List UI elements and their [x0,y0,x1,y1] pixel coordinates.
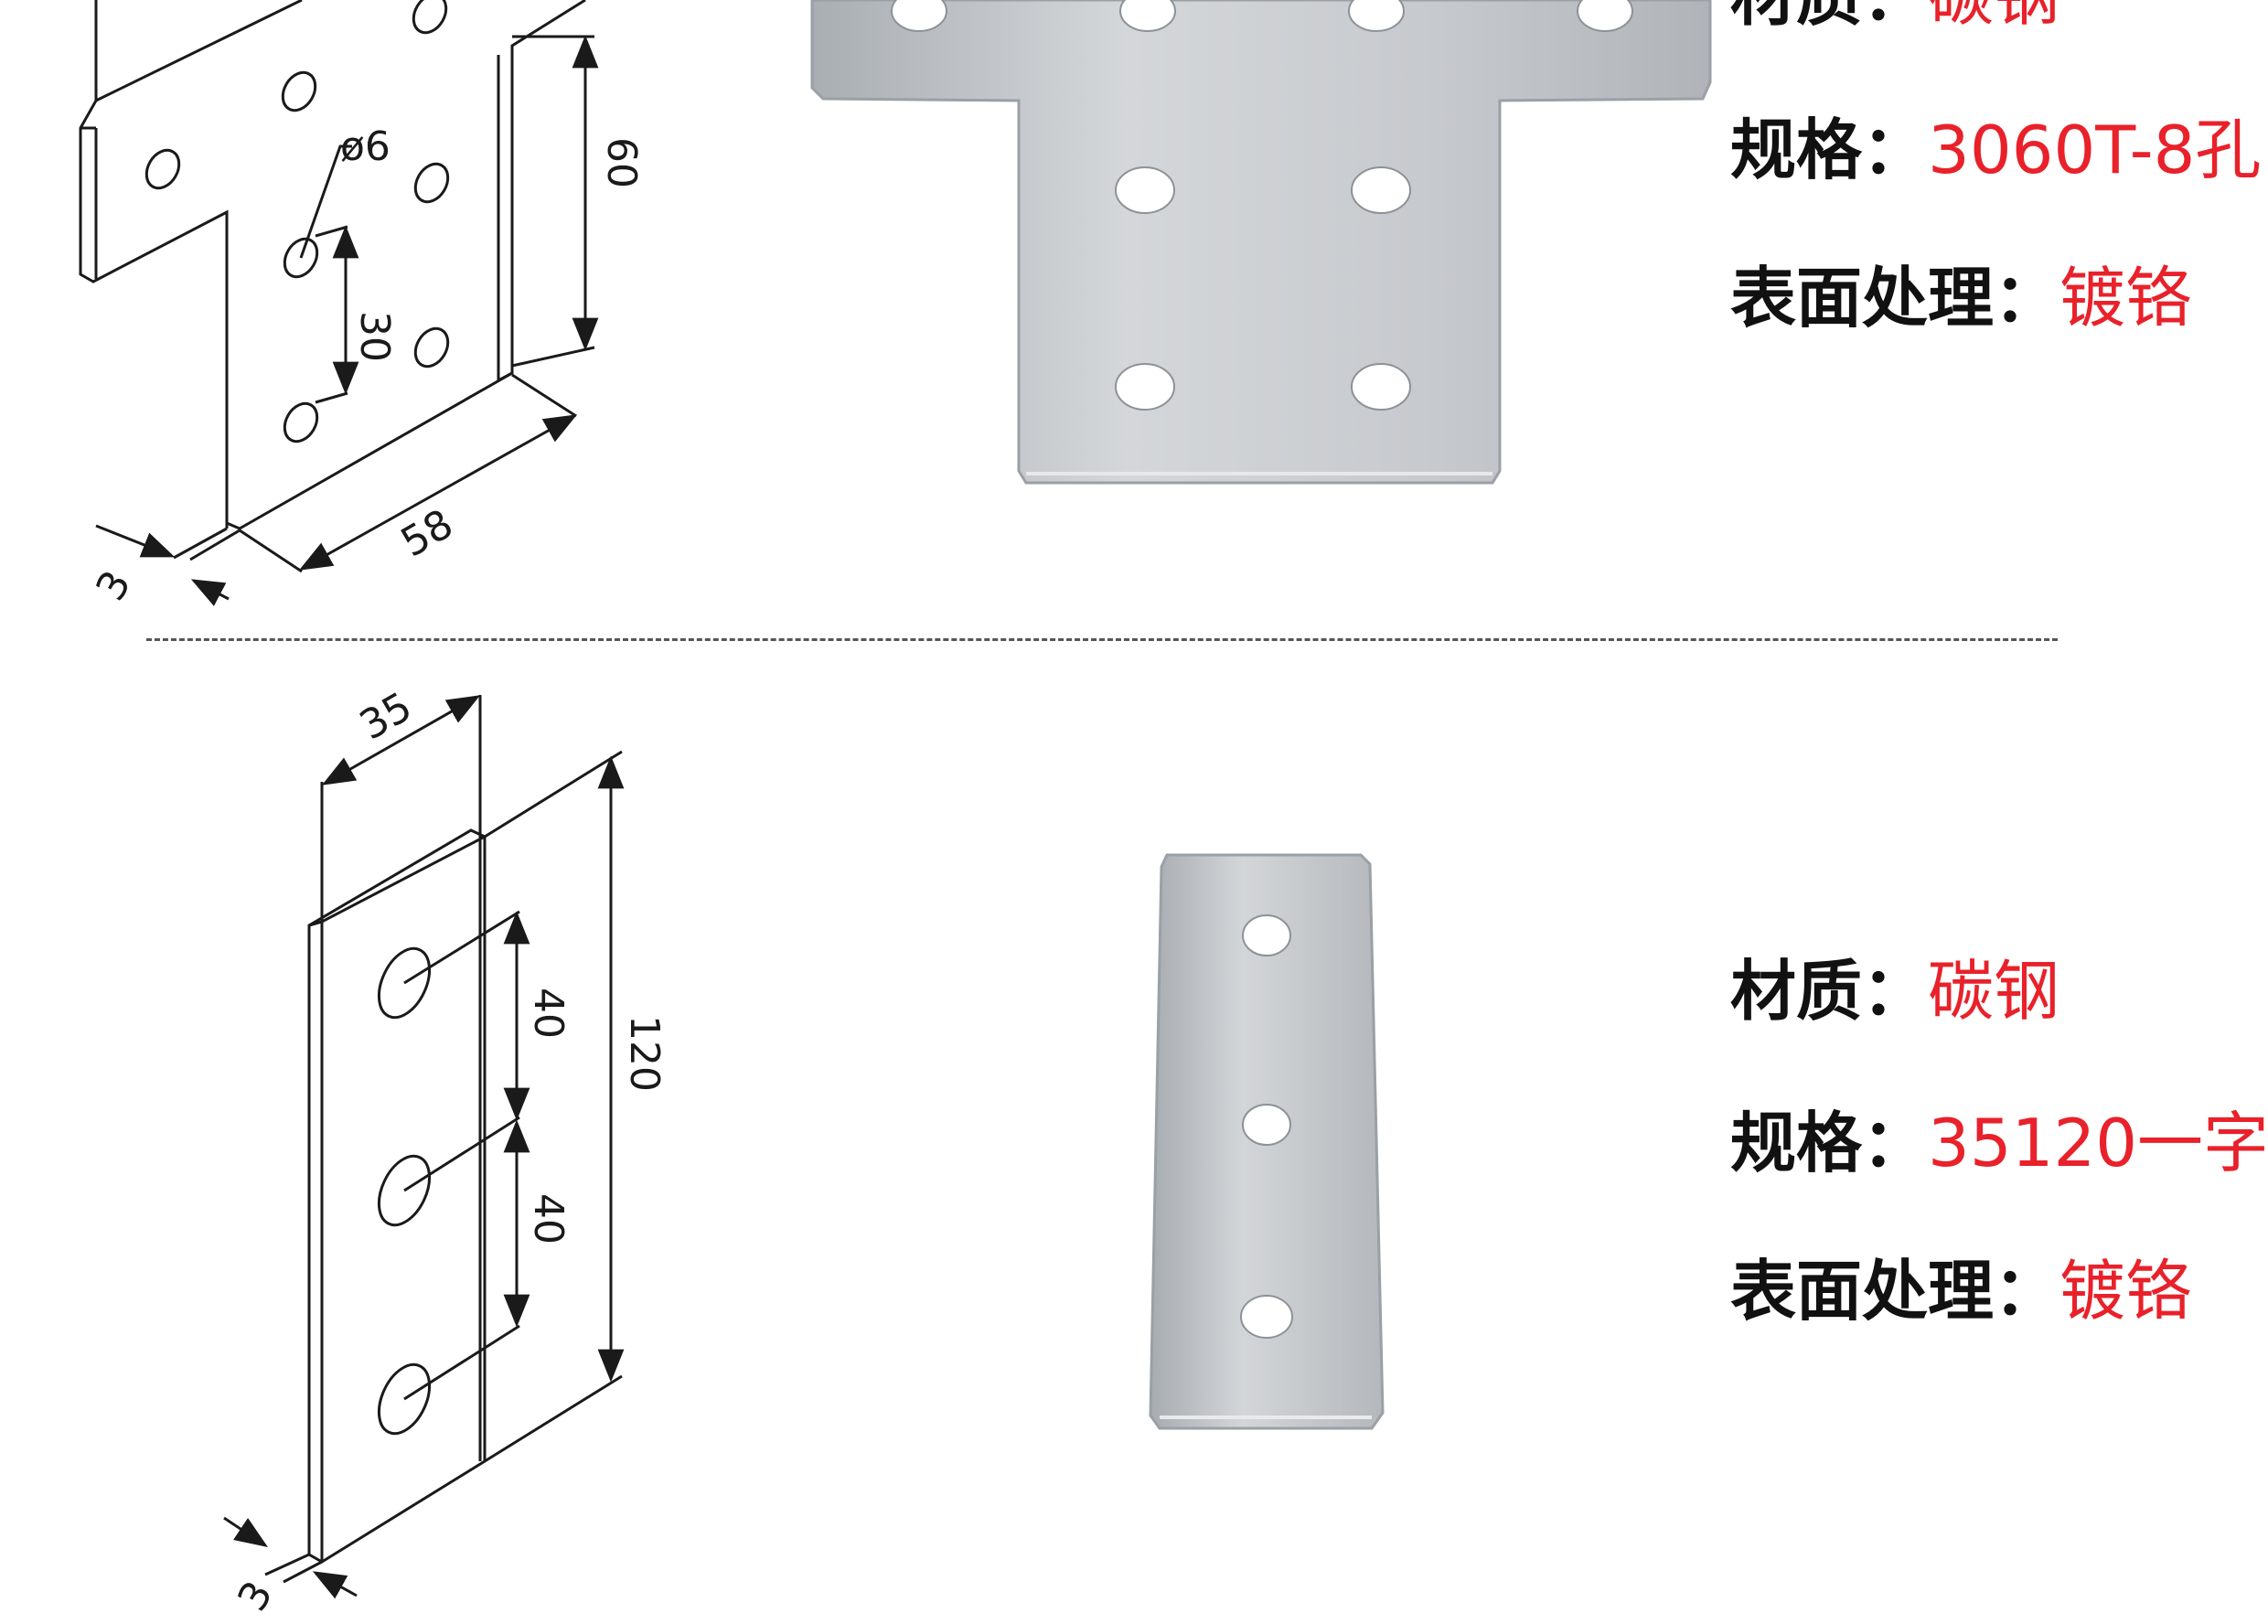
dim-pitch-40-label-1: 40 [525,988,572,1039]
photo-hole [1348,0,1405,32]
t-hole [144,148,181,190]
photo-hole [1115,363,1175,411]
t-hole [413,326,450,369]
section-divider [146,638,2058,641]
dim-thickness-3-label: 3 [87,563,140,609]
dim-width-35-label: 35 [352,683,420,749]
spec-label: 材质： [1730,0,1928,35]
photo-hole [1119,0,1176,32]
depth-60-ext [511,35,595,368]
t-hole [413,162,450,204]
thickness-3-dim [223,1516,268,1547]
photo-hole [1242,914,1291,956]
diameter-leader [299,144,352,259]
top-spec-material: 材质：碳钢 [1730,0,2059,29]
dim-length-120-label: 120 [621,1015,668,1092]
spec-value: 镀铬 [2059,1253,2192,1330]
t-hole [283,401,319,443]
photo-hole [891,0,947,32]
hole-leader [403,910,520,1401]
t-plate-top-face [95,0,303,102]
photo-hole [1351,166,1411,214]
t-hole [283,237,319,279]
plate-front-edge [308,835,486,1562]
t-hole [412,0,448,35]
spec-value: 镀铬 [2059,260,2192,337]
spec-value: 碳钢 [1928,953,2060,1030]
thickness-3-dim [95,524,176,558]
t-plate-photo [810,0,1712,485]
dim-diameter-label: ø6 [340,123,390,170]
bottom-spec-surface: 表面处理：镀铬 [1730,1258,2191,1324]
t-plate-outline [79,0,586,530]
top-spec-surface: 表面处理：镀铬 [1730,265,2191,331]
photo-hole [1115,166,1175,214]
length-120-ext [484,750,623,1463]
spec-label: 材质： [1730,953,1929,1030]
width-35-dim [321,695,481,785]
straight-plate-photo [1149,853,1385,1430]
spec-value: 3060T-8孔 [1928,112,2262,188]
t-plate-drawing [79,0,599,606]
photo-hole [1351,363,1411,411]
t-plate-edge [80,55,513,529]
bottom-spec-size: 规格：35120一字 [1730,1110,2268,1176]
spec-label: 表面处理： [1730,260,2060,337]
width-58-ext [239,373,577,573]
thickness-3-ext [173,527,241,561]
bottom-spec-material: 材质：碳钢 [1730,958,2059,1024]
straight-hole [377,1362,432,1436]
thickness-3-ext [264,1553,323,1584]
t-hole [281,70,317,112]
dim-depth-60-label: 60 [598,137,645,188]
straight-plate-drawing [223,695,625,1599]
width-58-dim [298,414,578,571]
photo-hole [1240,1295,1293,1339]
pitch-30-ext [315,225,348,404]
thickness-3-dim [190,579,230,606]
spec-value: 35120一字 [1928,1105,2268,1181]
spec-label: 规格： [1730,1105,1929,1181]
dim-thickness-3-label-2: 3 [229,1574,282,1619]
straight-hole [377,946,432,1020]
thickness-3-dim [312,1571,358,1599]
photo-hole [1577,0,1633,32]
spec-value: 碳钢 [1928,0,2059,35]
photo-hole [1242,1104,1291,1146]
plate-outline [307,828,487,1564]
dim-pitch-30-label: 30 [351,311,398,362]
dim-pitch-40-label-2: 40 [525,1193,572,1245]
top-spec-size: 规格：3060T-8孔 [1730,117,2261,183]
straight-hole [377,1154,432,1227]
spec-label: 表面处理： [1730,1253,2060,1330]
spec-label: 规格： [1730,112,1929,188]
